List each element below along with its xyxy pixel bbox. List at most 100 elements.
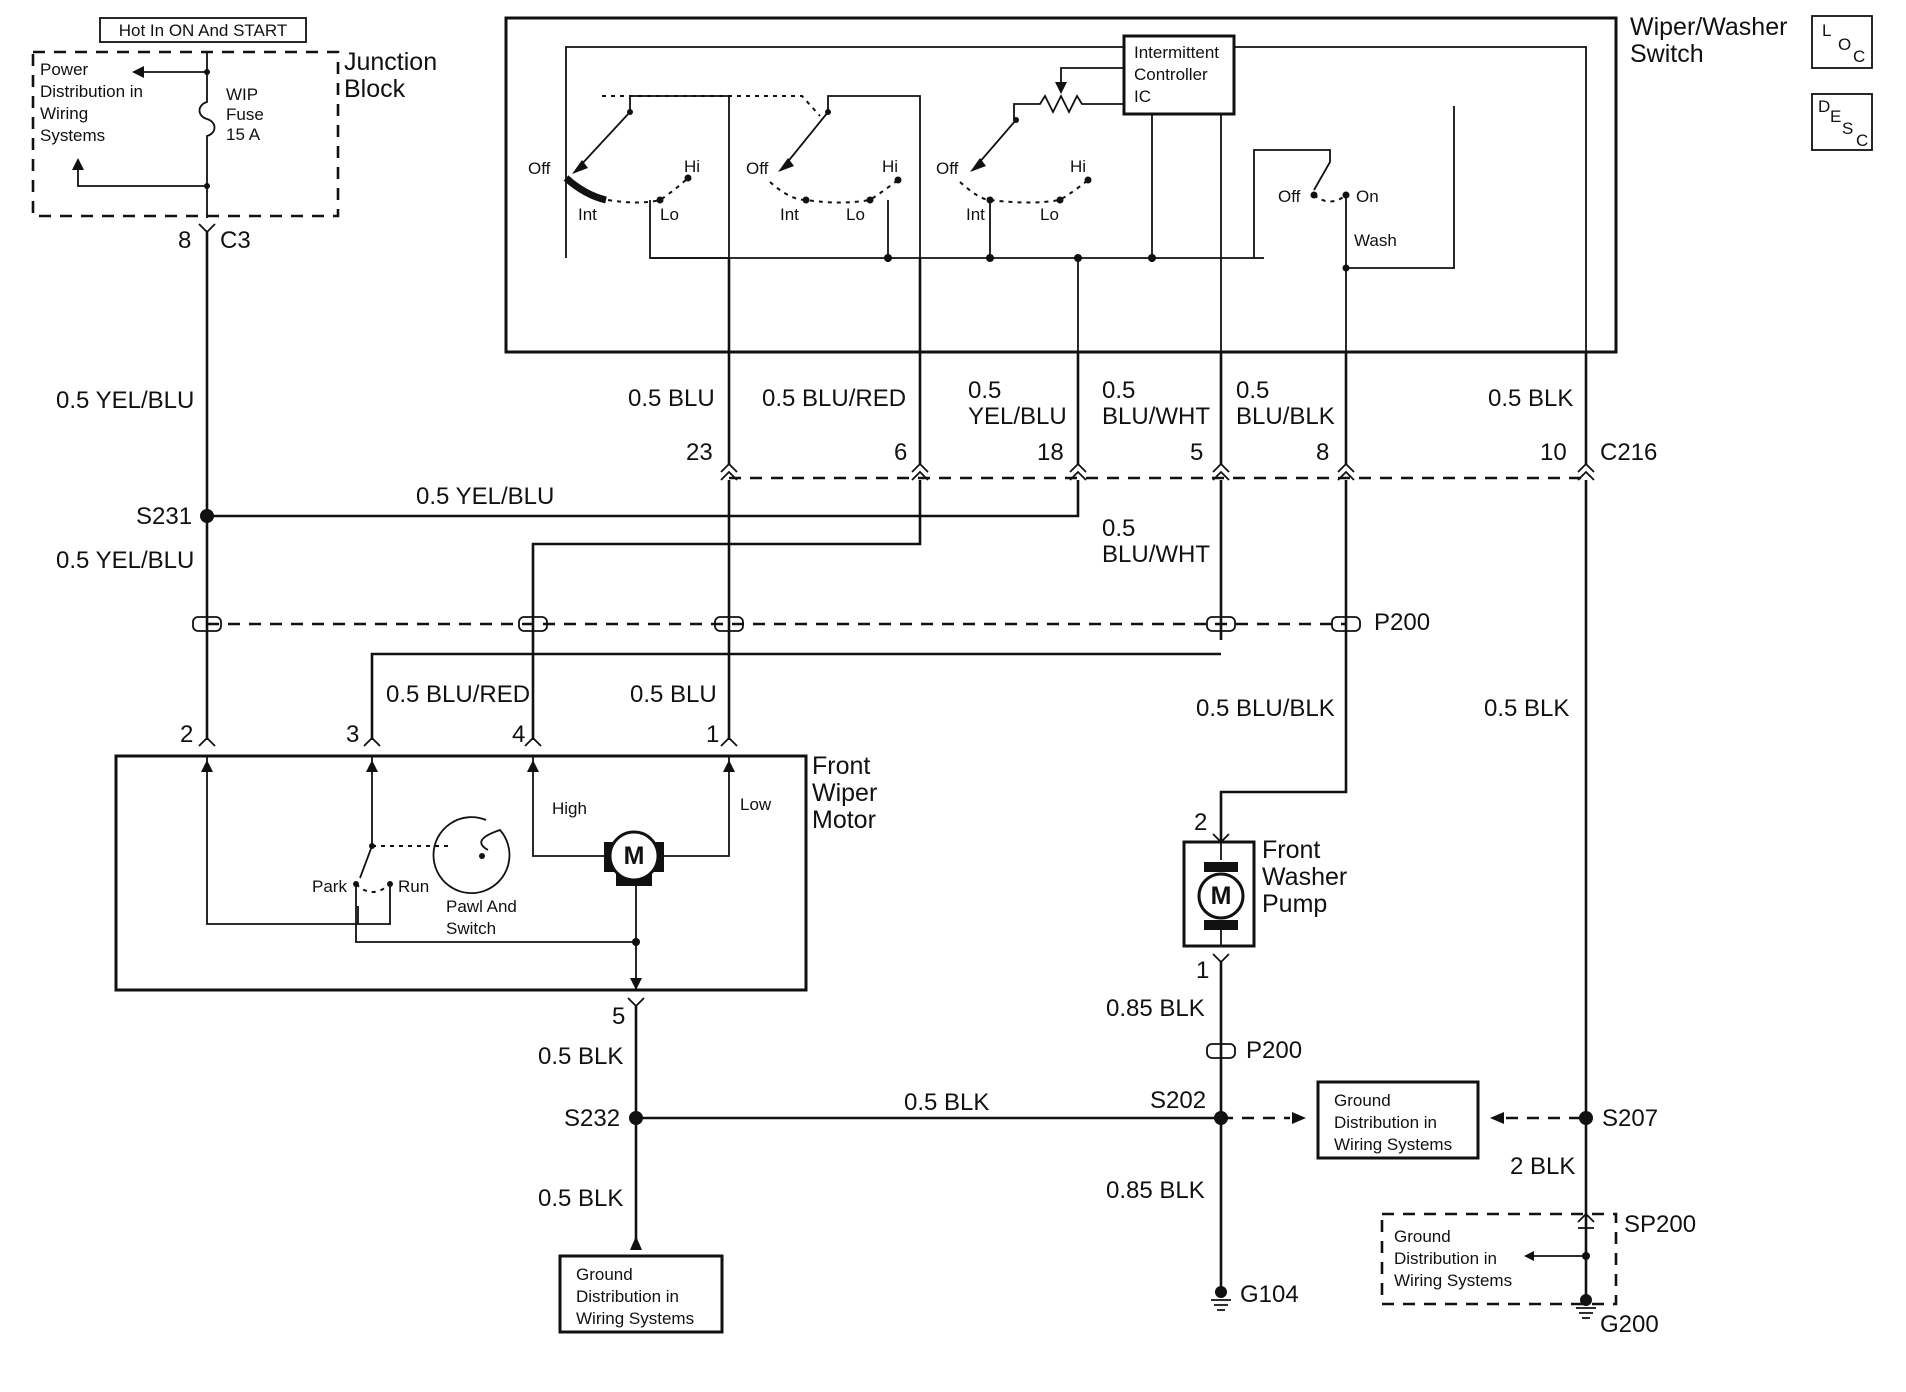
loc-icon[interactable]: L O C	[1811, 15, 1873, 69]
motor-pin-4: 4	[512, 721, 525, 748]
c3-connector	[198, 186, 216, 234]
junction-block-outline	[31, 50, 340, 218]
wire-label-blk-s232: 0.5 BLK	[904, 1089, 989, 1116]
switch-outline	[504, 16, 1618, 354]
wire-label-blublk: 0.5	[1236, 377, 1269, 404]
hi-label-3: Hi	[1070, 157, 1086, 176]
switch-title-2: Switch	[1630, 40, 1704, 68]
ground-dist-label: Ground	[576, 1265, 633, 1284]
wire-label-yelblu-low: 0.5 YEL/BLU	[56, 547, 194, 574]
off-label-3: Off	[936, 159, 959, 178]
arrow-left-icon	[132, 66, 144, 78]
arrow-up-icon	[72, 158, 84, 170]
svg-text:C: C	[1856, 131, 1868, 150]
motor-icon	[608, 830, 660, 882]
ground-dist-label-c3: Wiring Systems	[1394, 1271, 1512, 1290]
svg-text:L: L	[1822, 21, 1831, 40]
ground-dist-label-b3: Wiring Systems	[1334, 1135, 1452, 1154]
wire-label-blu-top: 0.5 BLU	[628, 385, 715, 412]
c216-pin-8: 8	[1316, 439, 1329, 466]
lo-label-3: Lo	[1040, 205, 1059, 224]
wire-label-yelblu-mid: 0.5 YEL/BLU	[416, 483, 554, 510]
p200-label: P200	[1374, 609, 1430, 636]
svg-text:O: O	[1838, 35, 1851, 54]
controller-label-2: Controller	[1134, 65, 1208, 84]
sp200-label: SP200	[1624, 1211, 1696, 1238]
power-dist-label: Power	[40, 60, 89, 79]
wire-label-yelblu-top: 0.5 YEL/BLU	[56, 387, 194, 414]
wire-label-2blk: 2 BLK	[1510, 1153, 1575, 1180]
motor-ground-circuit: 5 0.5 BLK S232 0.5 BLK 0.5 BLK Ground Di…	[538, 997, 1221, 1334]
power-dist-label-2: Distribution in	[40, 82, 143, 101]
fuse-label-1: WIP	[226, 85, 258, 104]
pump-title: Front	[1262, 836, 1320, 864]
s232-label: S232	[564, 1105, 620, 1132]
pawl-cam-icon	[432, 816, 511, 894]
front-washer-pump: 2 M Front Washer Pump 1 0.85 BLK P200 S2…	[1106, 809, 1347, 1311]
motor-pin-5: 5	[612, 1003, 625, 1030]
p200-low-label: P200	[1246, 1037, 1302, 1064]
motor-pin-1: 1	[706, 721, 719, 748]
p200-terminals	[192, 616, 1361, 632]
off-label-2: Off	[746, 159, 769, 178]
motor-pin-2: 2	[180, 721, 193, 748]
wiper-washer-switch: Wiper/Washer Switch Intermittent Control…	[504, 13, 1787, 354]
lo-label: Lo	[660, 205, 679, 224]
ground-distribution-center: Ground Distribution in Wiring Systems	[1221, 1080, 1586, 1160]
resistor-icon	[1013, 93, 1124, 120]
s202-label: S202	[1150, 1087, 1206, 1114]
svg-text:E: E	[1830, 107, 1841, 126]
wip-fuse	[77, 72, 216, 187]
wire-label-yelblu18: 0.5	[968, 377, 1001, 404]
wire-label-blured-low: 0.5 BLU/RED	[386, 681, 530, 708]
motor-title: Front	[812, 752, 870, 780]
low-label: Low	[740, 795, 772, 814]
ground-dist-label-c2: Distribution in	[1394, 1249, 1497, 1268]
wire-label-blk-gnd: 0.5 BLK	[538, 1185, 623, 1212]
junction-title-2: Block	[344, 75, 406, 103]
desc-icon[interactable]: D E S C	[1811, 93, 1873, 151]
pump-pin-2: 2	[1194, 809, 1207, 836]
wire-label-blublk-low: 0.5 BLU/BLK	[1196, 695, 1335, 722]
high-label: High	[552, 799, 587, 818]
hot-in-box	[99, 17, 307, 43]
c216-pin-6: 6	[894, 439, 907, 466]
intermittent-controller	[1122, 34, 1236, 116]
pump-title-2: Washer	[1262, 863, 1347, 891]
park-label: Park	[312, 877, 347, 896]
wire-label-bluwht-2: BLU/WHT	[1102, 403, 1210, 430]
ground-dist-label-b2: Distribution in	[1334, 1113, 1437, 1132]
int-label: Int	[578, 205, 597, 224]
ground-dist-box	[558, 1254, 724, 1334]
ground-dist-label-3: Wiring Systems	[576, 1309, 694, 1328]
pump-m-label: M	[1211, 882, 1232, 910]
wiring-harness: 0.5 YEL/BLU 0.5 BLU 0.5 BLU/RED 0.5 YEL/…	[56, 232, 1657, 1118]
c216-label: C216	[1600, 439, 1657, 466]
sp200-outline	[1380, 1212, 1618, 1306]
svg-text:D: D	[1818, 97, 1830, 116]
motor-outline	[114, 754, 808, 992]
wire-label-bluwht-mid: 0.5	[1102, 515, 1135, 542]
int-label-3: Int	[966, 205, 985, 224]
junction-title: Junction	[344, 48, 437, 76]
fuse-label-3: 15 A	[226, 125, 261, 144]
g200-label: G200	[1600, 1311, 1659, 1338]
ground-dist-box-2	[1316, 1080, 1480, 1160]
lo-label-2: Lo	[846, 205, 865, 224]
motor-title-3: Motor	[812, 806, 876, 834]
on-label: On	[1356, 187, 1379, 206]
ground-dist-label-c: Ground	[1394, 1227, 1451, 1246]
wire-label-085blk-g104: 0.85 BLK	[1106, 1177, 1205, 1204]
off-label: Off	[528, 159, 551, 178]
motor-m-label: M	[624, 842, 645, 870]
controller-label-3: IC	[1134, 87, 1151, 106]
motor-title-2: Wiper	[812, 779, 877, 807]
c3-pin: 8	[178, 227, 191, 254]
c216-pin-10: 10	[1540, 439, 1567, 466]
off-label-4: Off	[1278, 187, 1301, 206]
s207-label: S207	[1602, 1105, 1658, 1132]
front-wiper-motor: Front Wiper Motor Park Run Pawl And Swit…	[114, 752, 877, 992]
power-dist-label-4: Systems	[40, 126, 105, 145]
wire-label-bluwht: 0.5	[1102, 377, 1135, 404]
ground-g200-icon	[1576, 1307, 1596, 1319]
